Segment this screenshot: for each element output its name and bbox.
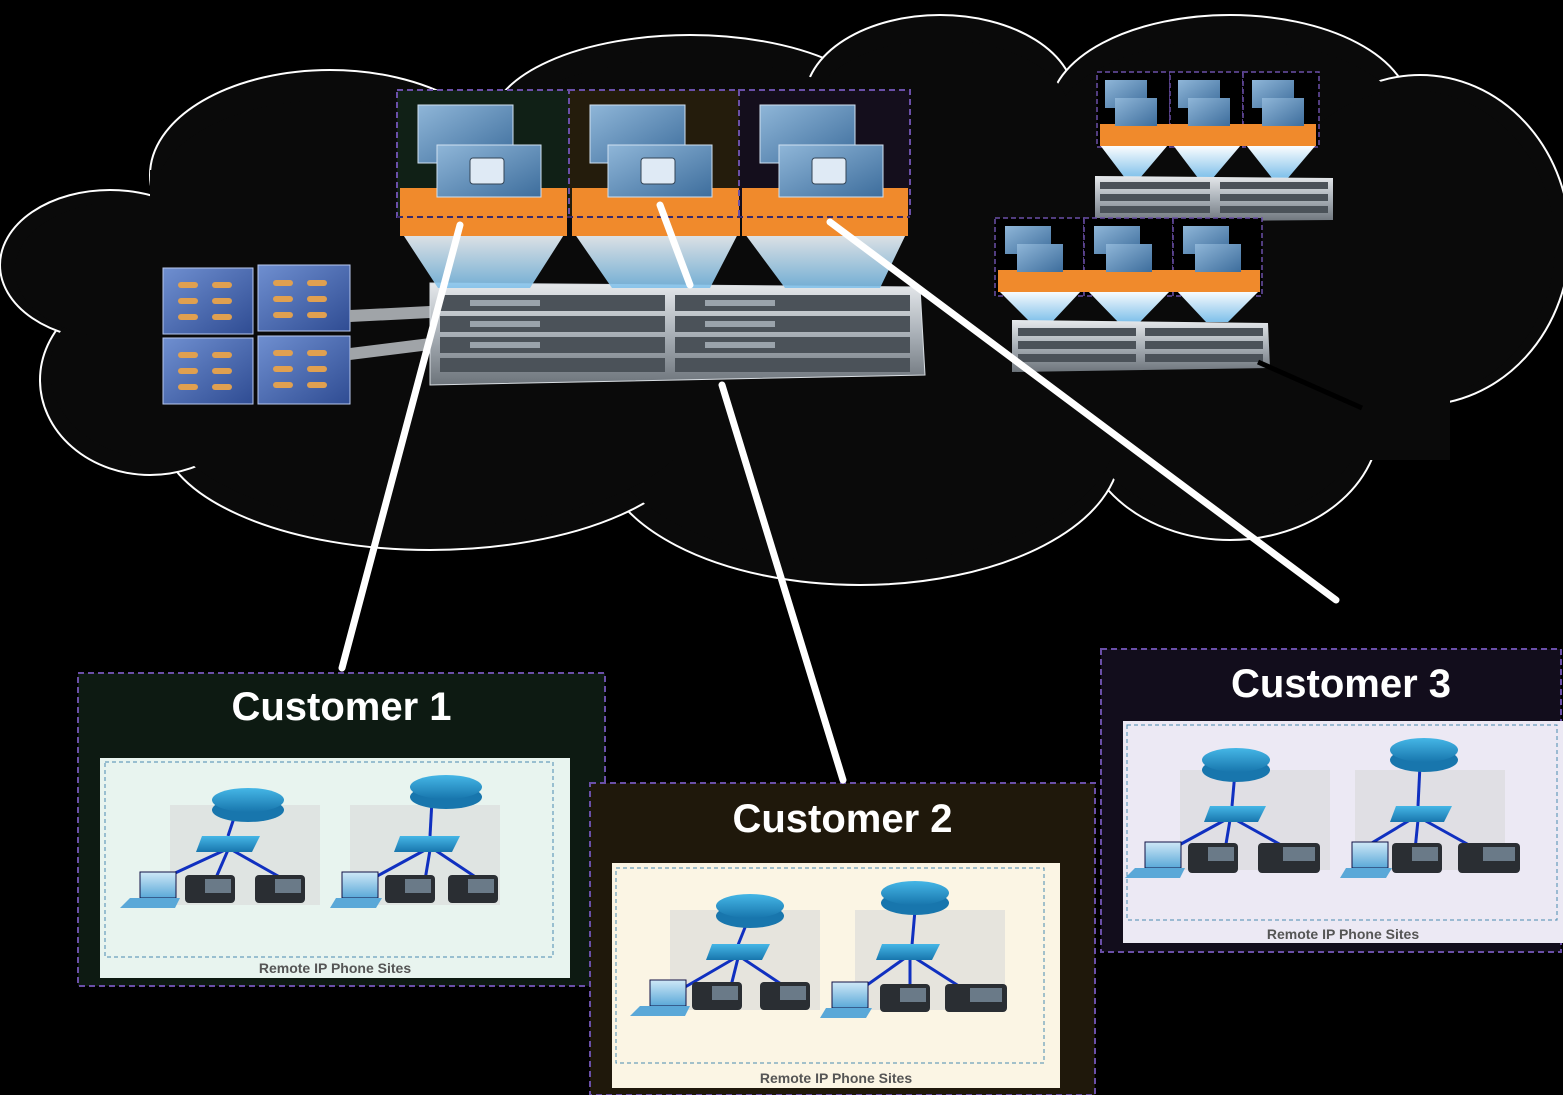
ip-phone-icon — [1258, 843, 1320, 873]
phone-server-slot-2 — [568, 89, 740, 288]
link-customer-1 — [338, 221, 464, 672]
ip-phone-icon — [1458, 843, 1520, 873]
ip-phone-server-icon — [1094, 226, 1152, 272]
link-customer-2 — [656, 201, 694, 289]
customer-2-site-caption: Remote IP Phone Sites — [759, 1070, 913, 1086]
ip-phone-icon — [880, 984, 930, 1012]
switch-icon — [1204, 806, 1266, 822]
ip-phone-server-icon — [417, 104, 542, 198]
laptop-icon — [1340, 841, 1392, 878]
link-customer-3 — [826, 218, 1340, 604]
blade-server-chassis-icon — [429, 282, 926, 386]
router-icon — [1202, 748, 1270, 782]
laptop-icon — [330, 871, 382, 908]
switch-icon — [706, 944, 770, 960]
router-icon — [212, 788, 284, 822]
ip-phone-server-icon — [1178, 80, 1230, 126]
ip-phone-icon — [1392, 843, 1442, 873]
server-cluster-upper — [1095, 71, 1333, 222]
customer-1-site-caption: Remote IP Phone Sites — [258, 960, 412, 976]
remote-site — [1125, 748, 1330, 878]
ip-phone-server-icon — [1252, 80, 1304, 126]
link-customer-2 — [718, 381, 847, 784]
storage-array-group — [162, 264, 430, 405]
storage-array-icon — [162, 267, 254, 335]
blade-server-chassis-icon — [1095, 176, 1333, 222]
ip-phone-icon — [760, 982, 810, 1010]
laptop-icon — [120, 871, 180, 908]
storage-array-icon — [257, 264, 351, 332]
customer-3-site-caption: Remote IP Phone Sites — [1266, 926, 1420, 942]
laptop-icon — [1125, 841, 1185, 878]
customer-links — [338, 201, 1340, 784]
remote-site — [820, 881, 1007, 1018]
ip-phone-icon — [945, 984, 1007, 1012]
switch-icon — [394, 836, 460, 852]
ip-phone-server-icon — [589, 104, 713, 198]
remote-site — [120, 788, 320, 908]
router-icon — [881, 881, 949, 915]
storage-array-icon — [162, 337, 254, 405]
ip-phone-server-icon — [1005, 226, 1063, 272]
customer-3-panel — [1100, 648, 1563, 953]
phone-server-slot-1 — [396, 89, 570, 288]
customer-3-title: Customer 3 — [1230, 662, 1452, 706]
ip-phone-icon — [1188, 843, 1238, 873]
blade-server-chassis-icon — [1012, 320, 1270, 372]
ip-phone-server-icon — [1105, 80, 1157, 126]
phone-server-slot-3 — [738, 89, 911, 288]
switch-icon — [1390, 806, 1452, 822]
switch-icon — [196, 836, 260, 852]
remote-site — [330, 775, 500, 908]
ip-phone-icon — [255, 875, 305, 903]
router-icon — [1390, 738, 1458, 772]
laptop-icon — [820, 981, 872, 1018]
ip-phone-icon — [385, 875, 435, 903]
ip-phone-icon — [692, 982, 742, 1010]
storage-array-icon — [257, 335, 351, 405]
remote-site — [1340, 738, 1520, 878]
remote-site — [630, 894, 820, 1016]
ip-phone-icon — [185, 875, 235, 903]
ip-phone-server-icon — [759, 104, 884, 198]
ip-phone-icon — [448, 875, 498, 903]
ip-phone-server-icon — [1183, 226, 1241, 272]
router-icon — [410, 775, 482, 809]
laptop-icon — [630, 979, 690, 1016]
router-icon — [716, 894, 784, 928]
customer-2-title: Customer 2 — [732, 797, 953, 841]
customer-1-title: Customer 1 — [231, 685, 452, 729]
customer-1-panel — [77, 672, 606, 987]
server-cluster-lower — [994, 217, 1270, 372]
storage-link — [350, 306, 430, 360]
switch-icon — [876, 944, 940, 960]
customer-2-panel — [589, 782, 1096, 1095]
